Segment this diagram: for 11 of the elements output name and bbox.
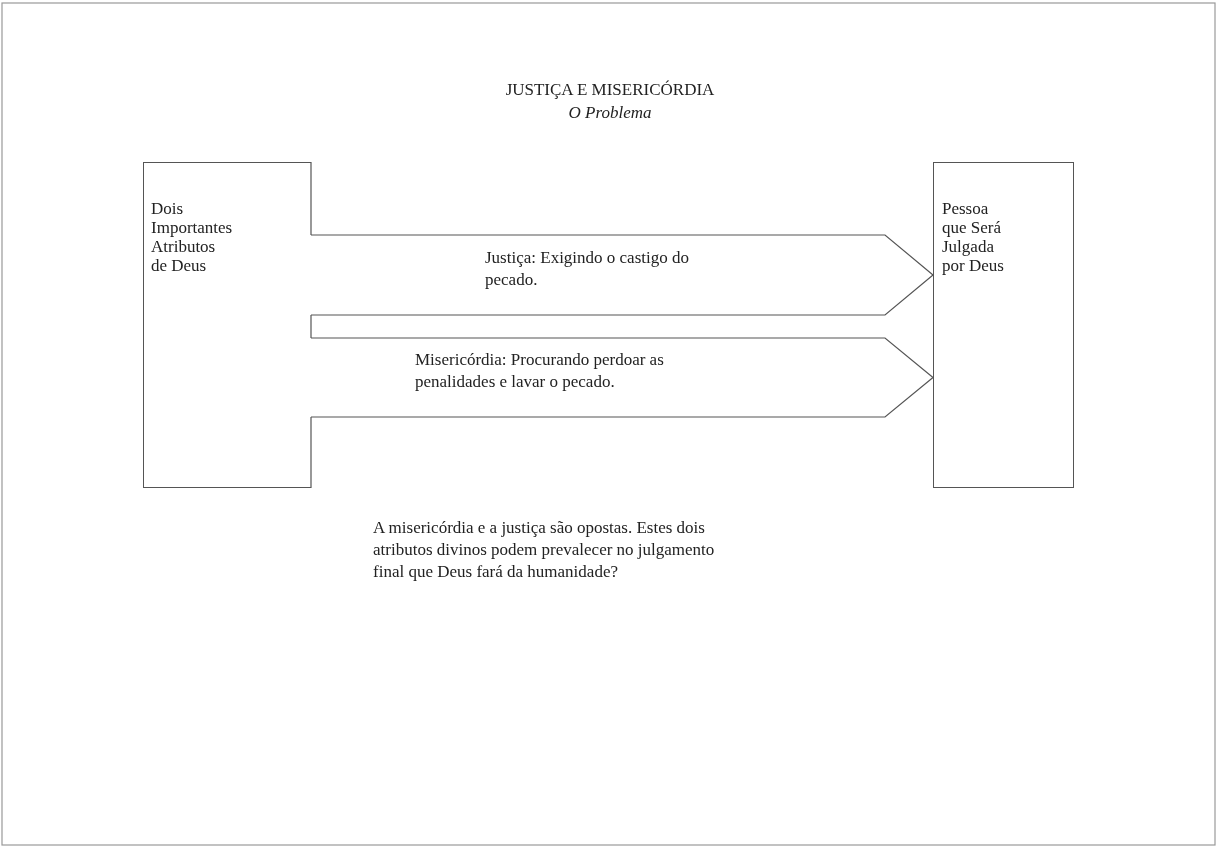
title: JUSTIÇA E MISERICÓRDIA	[504, 80, 716, 100]
arrow-label: Misericórdia: Procurando perdoar as penalidades e lavar o pecado.	[415, 349, 665, 393]
text-box	[143, 162, 311, 488]
arrow-label: Justiça: Exigindo o castigo do pecado.	[485, 247, 690, 291]
note-text: A misericórdia e a justiça são opostas. Estes dois atributos divinos podem prevalecer no julgamento final que Deus fará da humanidade?	[373, 517, 716, 583]
node-label: Pessoa que Será Julgada por Deus	[942, 199, 1004, 275]
subtitle: O Problema	[567, 102, 653, 124]
node-label: Dois Importantes Atributos de Deus	[151, 199, 232, 275]
text-box	[933, 162, 1074, 488]
block-arrow	[310, 337, 934, 418]
block-arrow	[310, 234, 934, 316]
